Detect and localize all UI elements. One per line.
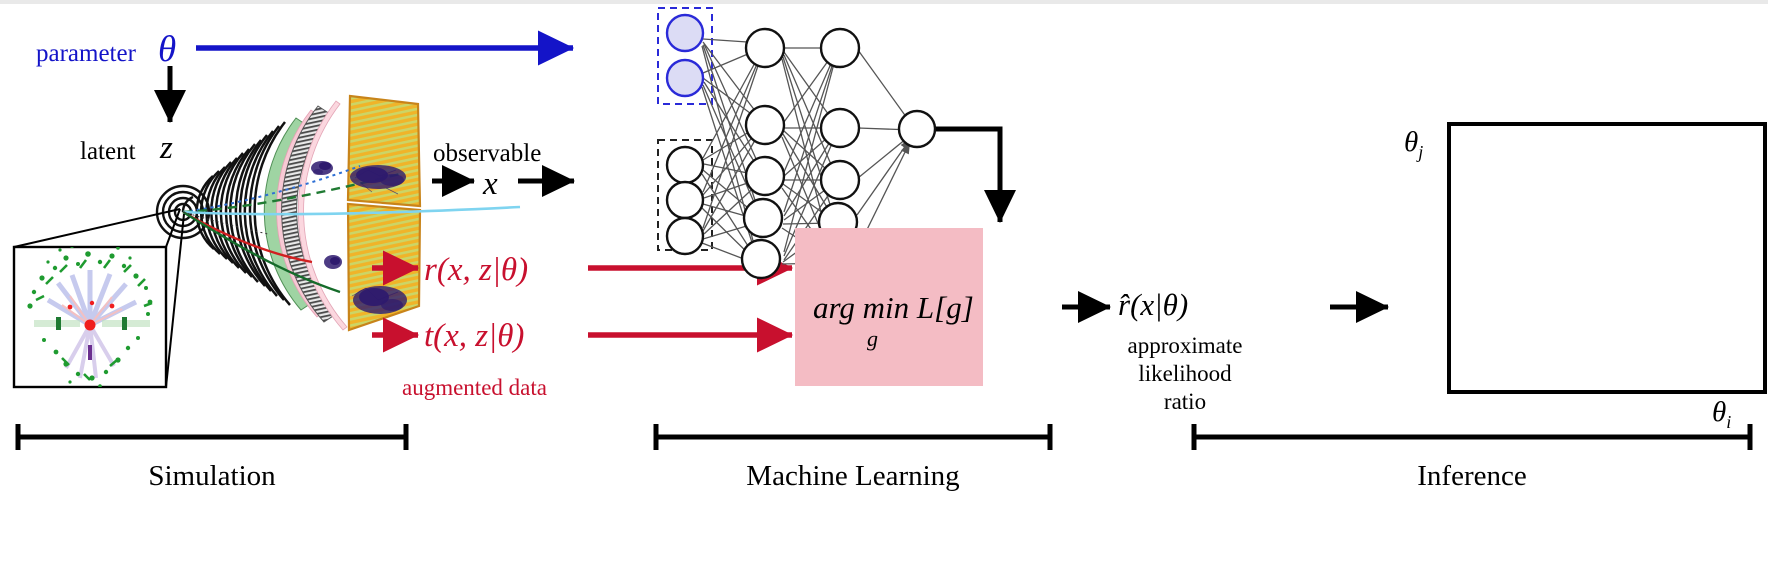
network-to-loss-arrow [936,126,1017,223]
loss-objective-text: arg min L[g] [813,290,974,325]
inference-x-axis-label: θi [1712,396,1732,432]
output-caption-line-1: approximate [1127,333,1243,358]
section-label-simulation: Simulation [148,460,276,492]
network-node-output [897,109,937,149]
network-node-h2-3 [819,159,861,201]
network-node-h1-3 [744,155,786,197]
network-node-h2-2 [819,107,861,149]
observable-symbol: x [483,166,498,202]
output-caption-line-2: likelihood [1138,361,1232,386]
score-formula: t(x, z|θ) [424,318,525,354]
inference-plot-box [1447,122,1767,394]
top-divider [0,0,1768,4]
parameter-symbol: θ [158,29,177,70]
neural-network [657,7,937,283]
section-label-inference: Inference [1417,460,1527,492]
vertex-inset [12,208,185,389]
output-symbol: r̂(x|θ) [1118,287,1189,322]
inference-y-axis-label: θj [1404,126,1424,162]
latent-label: latent [80,138,136,165]
observable-label: observable [433,140,542,167]
network-node-h2-1 [819,27,861,69]
network-node-x-1 [665,145,705,185]
theta-input-group [657,7,713,105]
network-node-x-3 [665,216,705,256]
network-node-h1-5 [740,238,782,280]
network-node-x-2 [665,180,705,220]
section-brackets [15,424,1753,450]
network-node-h1-4 [742,197,784,239]
latent-symbol: z [160,130,173,166]
network-node-h1-2 [744,104,786,146]
detector-illustration [155,94,521,332]
section-label-machine-learning: Machine Learning [746,460,960,492]
loss-objective-subscript: g [867,326,878,351]
parameter-label: parameter [36,40,136,67]
network-node-theta-1 [665,13,705,53]
output-caption-line-3: ratio [1163,389,1207,414]
augmented-data-label: augmented data [402,375,547,400]
network-node-h1-1 [744,27,786,69]
network-node-theta-2 [665,58,705,98]
ratio-formula: r(x, z|θ) [424,252,529,288]
loss-objective-box: arg min L[g] g [795,228,983,386]
